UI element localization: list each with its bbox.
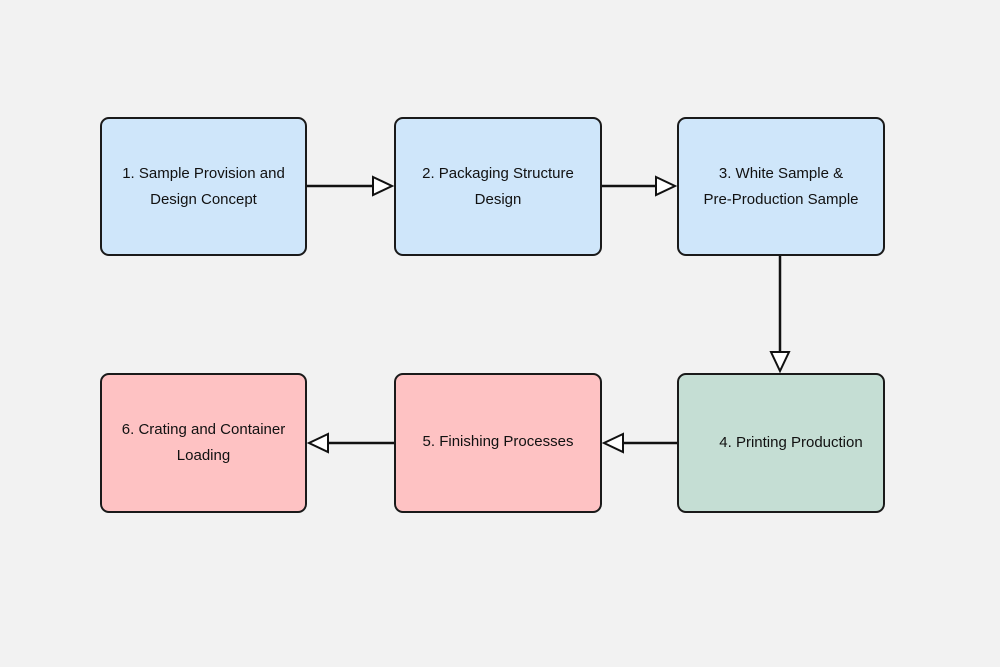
step-5-label: 5. Finishing Processes xyxy=(422,433,574,450)
step-1-box: 1. Sample Provision and Design Concept xyxy=(100,117,307,256)
step-3-box: 3. White Sample & Pre-Production Sample xyxy=(677,117,885,256)
arrow-step2-to-step3 xyxy=(602,175,678,197)
arrow-step3-to-step4 xyxy=(769,256,791,374)
step-4-label: 4. Printing Production xyxy=(719,434,863,451)
step-4-box: 4. Printing Production xyxy=(677,373,885,513)
arrow-step1-to-step2 xyxy=(307,175,395,197)
step-2-label: 2. Packaging Structure Design xyxy=(422,164,574,208)
arrow-step4-to-step5 xyxy=(601,432,677,454)
step-5-box: 5. Finishing Processes xyxy=(394,373,602,513)
step-6-box: 6. Crating and Container Loading xyxy=(100,373,307,513)
arrow-step5-to-step6 xyxy=(306,432,394,454)
step-6-label: 6. Crating and Container Loading xyxy=(121,421,286,464)
step-2-box: 2. Packaging Structure Design xyxy=(394,117,602,256)
step-1-label: 1. Sample Provision and Design Concept xyxy=(122,164,285,208)
step-3-label: 3. White Sample & Pre-Production Sample xyxy=(703,164,859,208)
